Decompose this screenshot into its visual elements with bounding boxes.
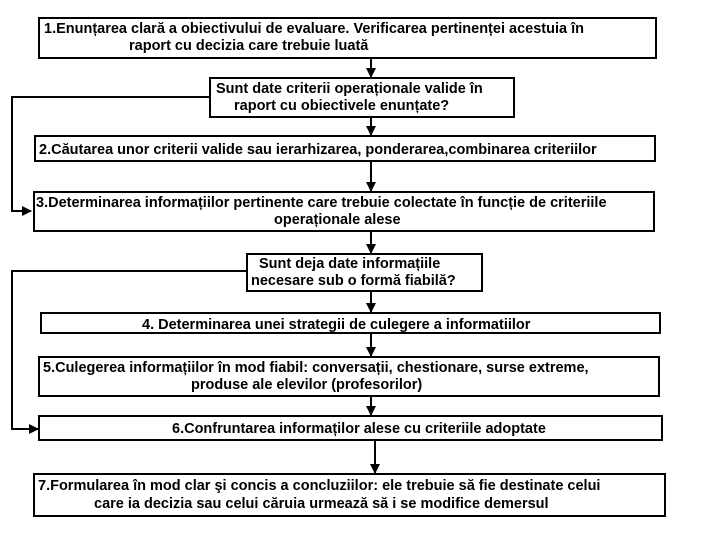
decision-criteria-line-1: Sunt date criterii operaționale valide î… — [216, 81, 483, 97]
step-2-box: 2.Căutarea unor criterii valide sau iera… — [34, 135, 656, 162]
step-1-line-2: raport cu decizia care trebuie luată — [129, 38, 369, 54]
step-6-box: 6.Confruntarea informaților alese cu cri… — [38, 415, 663, 441]
arrow-question2-bypass-step6 — [11, 270, 246, 434]
step-3-line-2: operaționale alese — [274, 212, 401, 228]
step-2-line-1: 2.Căutarea unor criterii valide sau iera… — [39, 142, 597, 158]
decision-information-line-1: Sunt deja date informațiile — [259, 256, 441, 272]
step-4-box: 4. Determinarea unei strategii de culege… — [40, 312, 661, 334]
step-7-line-2: care ia decizia sau celui căruia urmează… — [94, 496, 549, 512]
step-3-box: 3.Determinarea informațiilor pertinente … — [33, 191, 655, 232]
step-5-box: 5.Culegerea informațiilor în mod fiabil:… — [38, 356, 660, 397]
step-1-box: 1.Enunțarea clară a obiectivului de eval… — [38, 17, 657, 59]
decision-information-line-2: necesare sub o formă fiabilă? — [251, 273, 456, 289]
step-3-line-1: 3.Determinarea informațiilor pertinente … — [36, 195, 607, 211]
arrow-question1-bypass-step3 — [11, 96, 209, 216]
decision-criteria-box: Sunt date criterii operaționale valide î… — [209, 77, 515, 118]
step-7-box: 7.Formularea în mod clar şi concis a con… — [33, 473, 666, 517]
step-1-line-1: 1.Enunțarea clară a obiectivului de eval… — [44, 21, 584, 37]
step-5-line-1: 5.Culegerea informațiilor în mod fiabil:… — [43, 360, 589, 376]
step-6-line-1: 6.Confruntarea informaților alese cu cri… — [172, 421, 546, 437]
decision-information-box: Sunt deja date informațiile necesare sub… — [246, 253, 483, 292]
step-4-line-1: 4. Determinarea unei strategii de culege… — [142, 317, 531, 333]
step-5-line-2: produse ale elevilor (profesorilor) — [191, 377, 423, 393]
decision-criteria-line-2: raport cu obiectivele enunțate? — [234, 98, 450, 114]
step-7-line-1: 7.Formularea în mod clar şi concis a con… — [38, 478, 601, 494]
